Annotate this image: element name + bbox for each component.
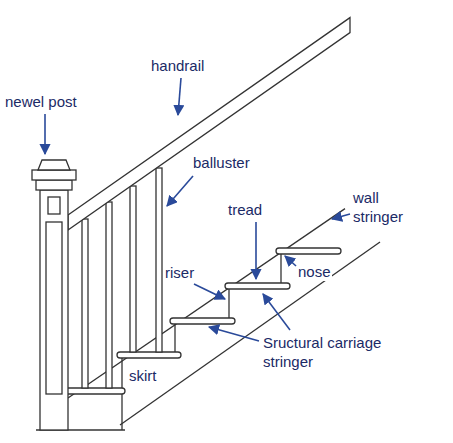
newel-cap: [32, 170, 76, 180]
baluster-bar: [130, 186, 136, 352]
newel-body: [40, 190, 68, 430]
newel-panel: [46, 222, 62, 394]
leader-arrow: [285, 256, 296, 266]
treads: [62, 248, 341, 394]
newel-cap: [38, 160, 70, 170]
riser-line: [228, 289, 229, 318]
riser-line: [280, 254, 281, 283]
part-label: Sructural carriage stringer: [262, 333, 414, 371]
handrail-bar: [68, 18, 350, 230]
riser-line: [121, 394, 122, 430]
riser-line: [174, 324, 175, 352]
leader-arrow: [167, 176, 193, 206]
tread-board: [276, 248, 341, 254]
leader-arrow: [263, 294, 290, 330]
leader-arrow: [194, 284, 225, 299]
part-label: skirt: [128, 366, 158, 385]
part-label: wall stringer: [352, 188, 434, 226]
newel-panel: [48, 197, 60, 214]
tread-board: [225, 283, 290, 289]
baluster-bar: [156, 168, 162, 352]
leader-arrows: [45, 78, 350, 341]
tread-board: [117, 352, 181, 358]
leader-arrow: [44, 114, 46, 154]
part-label: newel post: [4, 92, 78, 111]
part-label: riser: [164, 263, 195, 282]
tread-board: [170, 318, 235, 324]
part-label: balluster: [192, 153, 251, 172]
part-label: nose: [297, 262, 332, 281]
leader-arrow: [178, 78, 181, 115]
newel-post-shape: [32, 160, 76, 430]
riser-line: [121, 358, 122, 388]
part-label: handrail: [150, 56, 205, 75]
newel-cap: [36, 180, 72, 190]
tread-board: [62, 388, 125, 394]
baluster-bar: [82, 219, 88, 388]
leader-arrow: [209, 327, 259, 341]
part-label: tread: [227, 200, 263, 219]
baluster-bar: [106, 202, 112, 388]
leader-arrow: [332, 214, 350, 219]
leader-arrow: [255, 222, 257, 279]
